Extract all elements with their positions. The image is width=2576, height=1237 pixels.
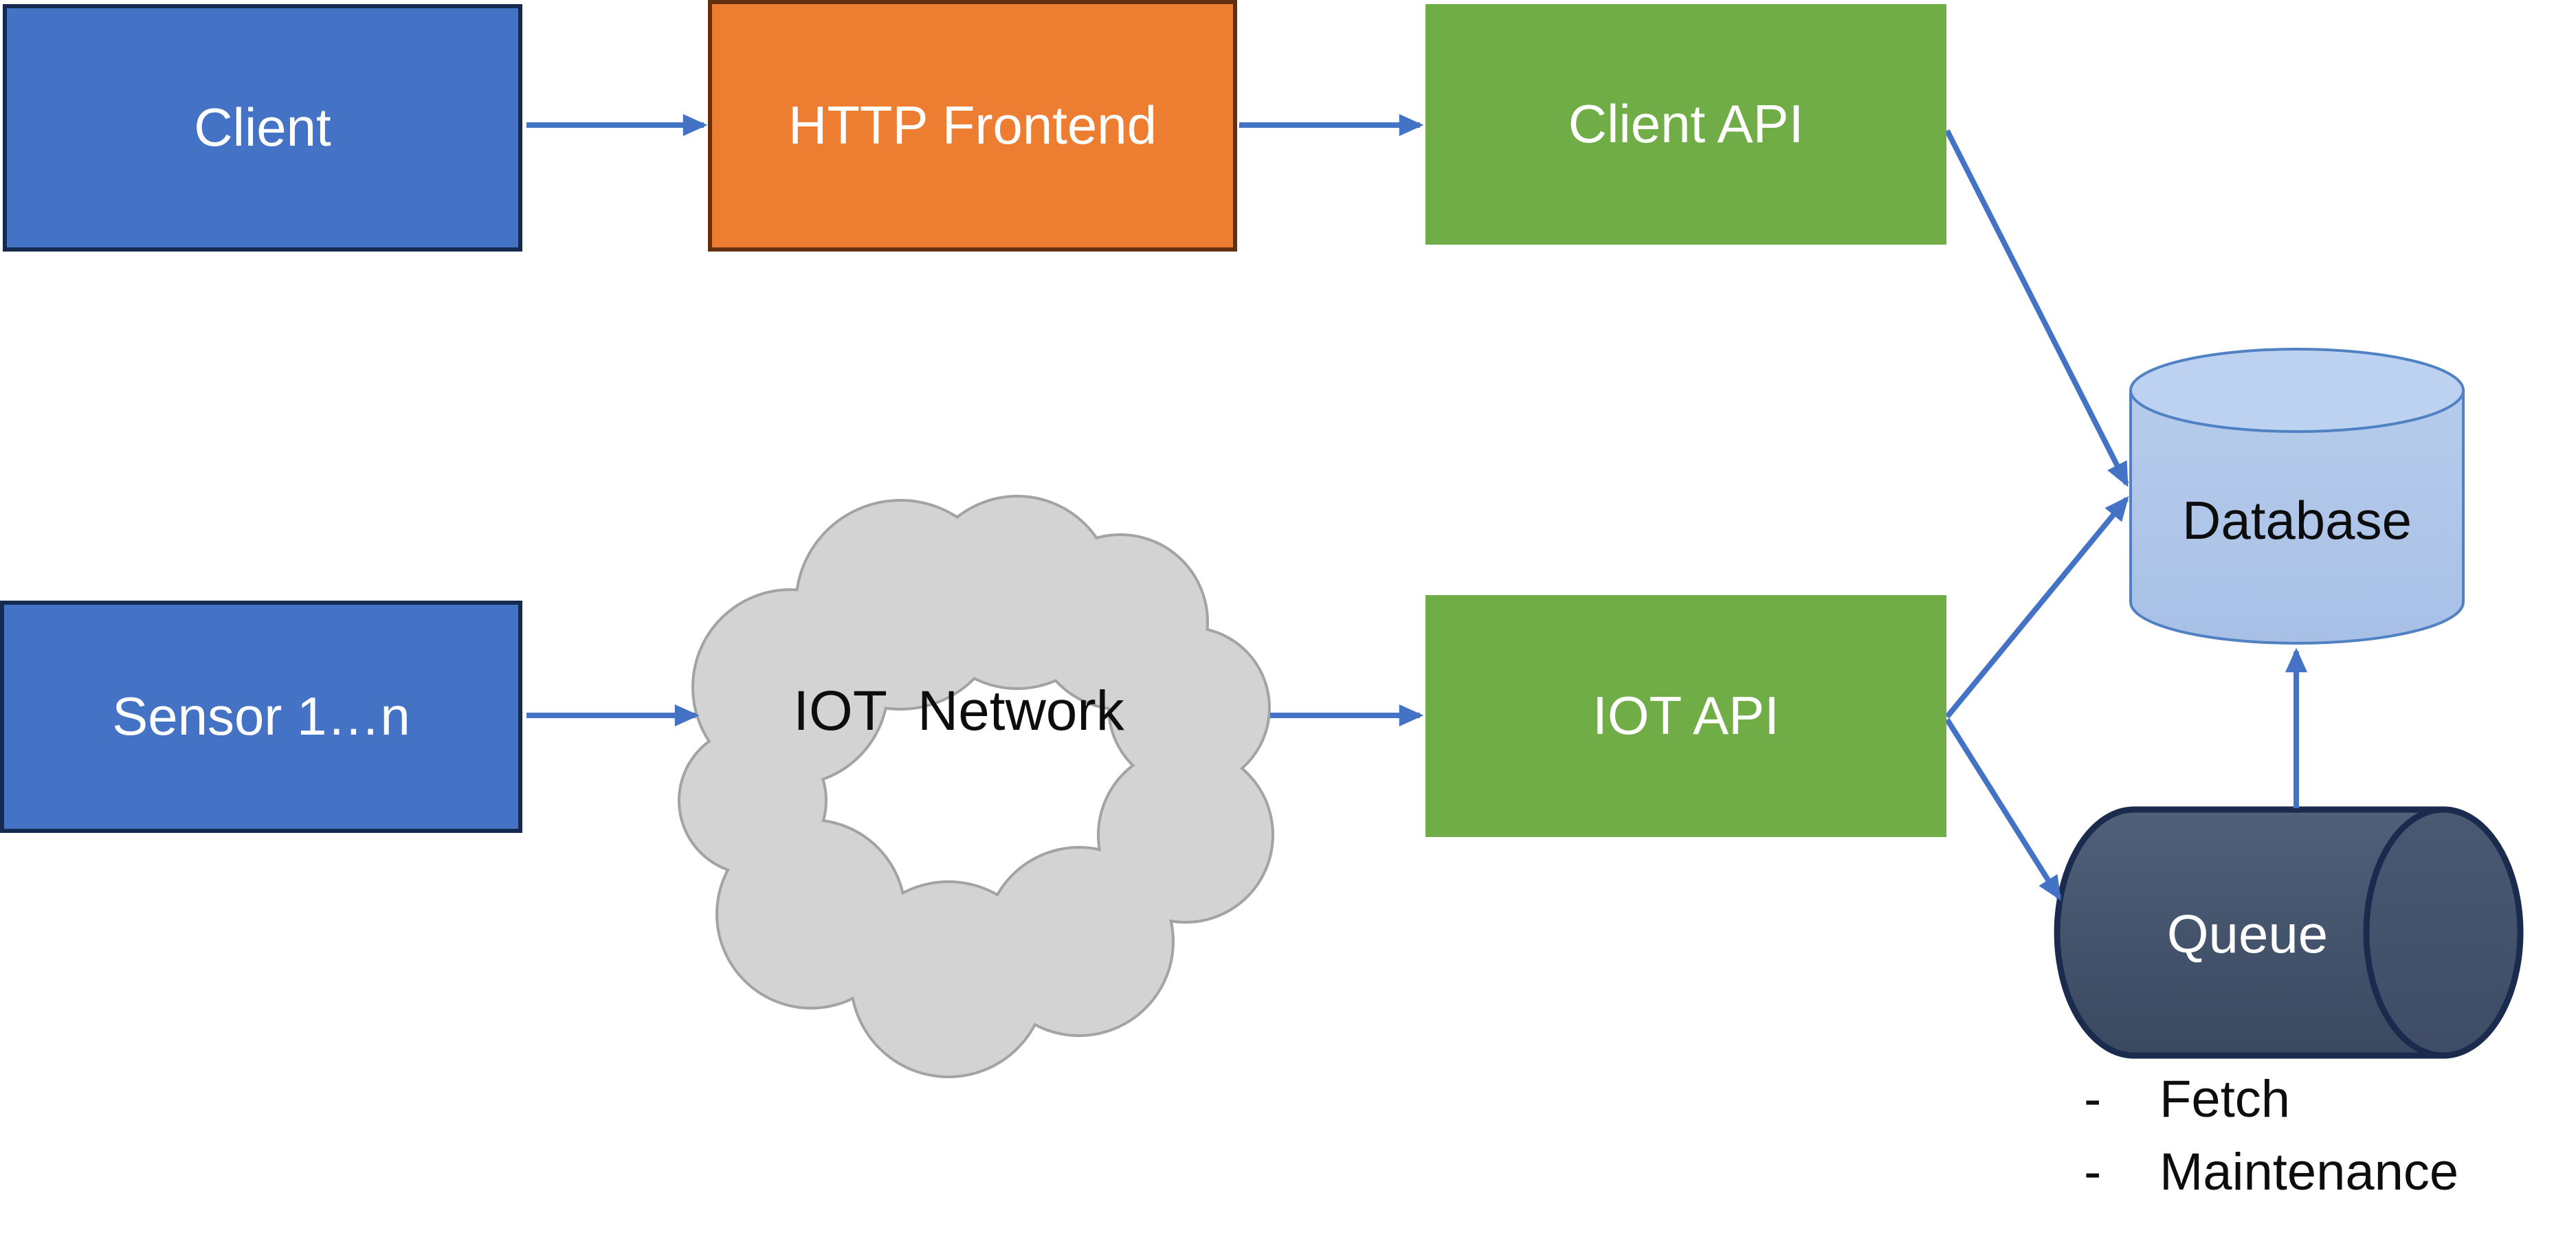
- arrow-iot-api-to-database: [1944, 495, 2129, 719]
- queue-cylinder: [2054, 806, 2524, 1059]
- node-client-api-label: Client API: [1568, 93, 1804, 155]
- database-cylinder: [2129, 348, 2465, 645]
- node-client: Client: [3, 4, 522, 252]
- queue-notes: - Fetch - Maintenance: [2084, 1069, 2565, 1205]
- node-queue-label: Queue: [2166, 904, 2329, 965]
- queue-body: [2054, 806, 2447, 1059]
- node-client-label: Client: [194, 97, 331, 158]
- bullet-dash: -: [2084, 1070, 2102, 1128]
- node-client-api: Client API: [1425, 4, 1946, 245]
- node-sensor: Sensor 1…n: [0, 601, 522, 833]
- queue-note-fetch: - Fetch: [2084, 1069, 2565, 1133]
- queue-note-maintenance-label: Maintenance: [2159, 1143, 2459, 1201]
- node-database-label: Database: [2182, 490, 2412, 551]
- node-iot-network-label: IOT Network: [793, 679, 1124, 742]
- connectors: [526, 114, 2307, 901]
- cloud-body: [680, 498, 1272, 1076]
- database-top: [2129, 348, 2465, 433]
- node-sensor-label: Sensor 1…n: [112, 686, 410, 747]
- arrow-iot-api-to-queue: [1944, 717, 2062, 901]
- node-http-frontend: HTTP Frontend: [708, 0, 1237, 252]
- queue-note-maintenance: - Maintenance: [2084, 1142, 2565, 1205]
- node-iot-api-label: IOT API: [1592, 685, 1779, 746]
- node-iot-api: IOT API: [1425, 595, 1946, 837]
- iot-network-cloud: [678, 495, 1274, 1078]
- database-body: [2129, 389, 2465, 645]
- node-http-frontend-label: HTTP Frontend: [788, 95, 1157, 156]
- queue-cap: [2363, 806, 2524, 1059]
- queue-note-fetch-label: Fetch: [2159, 1070, 2291, 1128]
- bullet-dash: -: [2084, 1143, 2102, 1201]
- arrow-client-api-to-database: [1944, 129, 2129, 487]
